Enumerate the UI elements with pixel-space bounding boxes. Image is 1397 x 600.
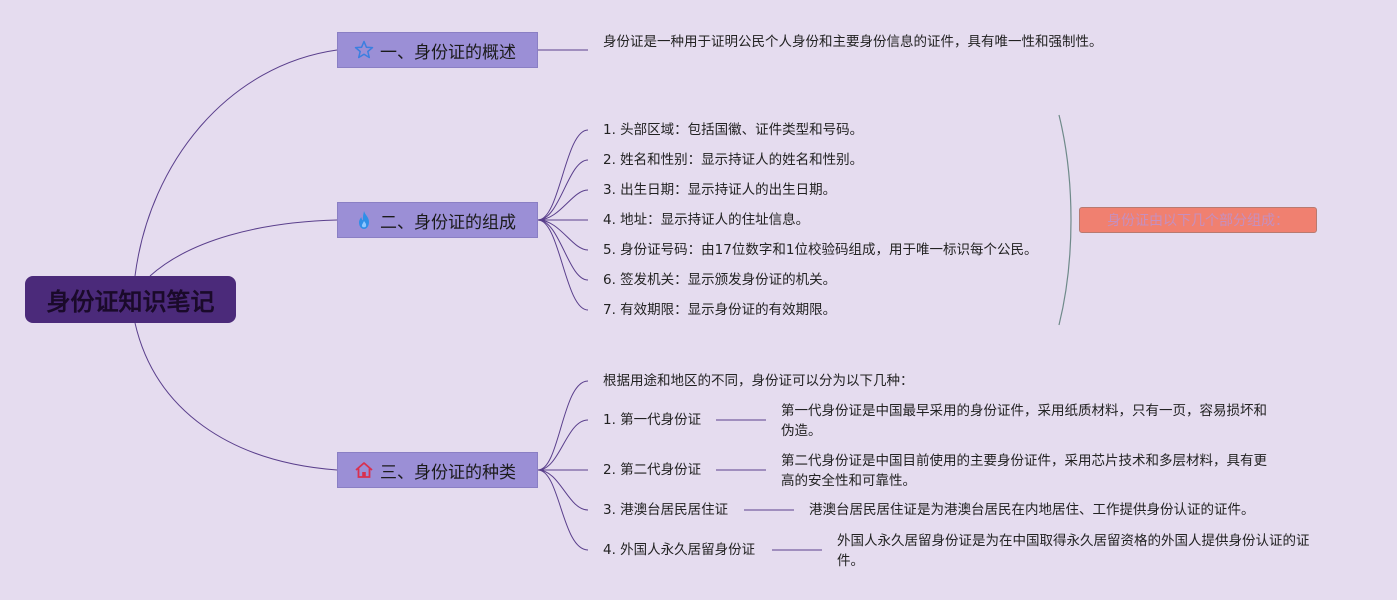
connector-root-branch2 <box>149 219 338 277</box>
composition-item: 5. 身份证号码：由17位数字和1位校验码组成，用于唯一标识每个公民。 <box>603 242 1038 258</box>
type-description: 第一代身份证是中国最早采用的身份证件，采用纸质材料，只有一页，容易损坏和伪造。 <box>781 403 1267 439</box>
root-topic[interactable]: 身份证知识笔记 <box>25 276 236 323</box>
composition-summary[interactable]: 身份证由以下几个部分组成： <box>1079 207 1317 233</box>
branch-label: 一、身份证的概述 <box>380 42 516 63</box>
root-title: 身份证知识笔记 <box>46 288 215 316</box>
type-name: 3. 港澳台居民居住证 <box>603 502 729 518</box>
branch-overview[interactable]: 一、身份证的概述 <box>337 32 538 68</box>
connector-root-branch1 <box>134 49 338 277</box>
home-icon <box>354 460 374 480</box>
star-icon <box>354 40 374 60</box>
branch-label: 二、身份证的组成 <box>380 212 516 233</box>
type-description: 港澳台居民居住证是为港澳台居民在内地居住、工作提供身份认证的证件。 <box>809 502 1255 518</box>
composition-item: 1. 头部区域：包括国徽、证件类型和号码。 <box>603 122 864 138</box>
overview-text: 身份证是一种用于证明公民个人身份和主要身份信息的证件，具有唯一性和强制性。 <box>603 34 1103 50</box>
type-description: 第二代身份证是中国目前使用的主要身份证件，采用芯片技术和多层材料，具有更高的安全… <box>781 453 1267 489</box>
connector-root-branch3 <box>134 322 338 471</box>
branch-types[interactable]: 三、身份证的种类 <box>337 452 538 488</box>
type-name: 1. 第一代身份证 <box>603 412 702 428</box>
types-intro: 根据用途和地区的不同，身份证可以分为以下几种： <box>603 373 914 389</box>
composition-item: 4. 地址：显示持证人的住址信息。 <box>603 212 810 228</box>
branch-composition[interactable]: 二、身份证的组成 <box>337 202 538 238</box>
summary-brace <box>1058 114 1072 326</box>
composition-item: 6. 签发机关：显示颁发身份证的机关。 <box>603 272 837 288</box>
branch-label: 三、身份证的种类 <box>380 462 516 483</box>
composition-item: 7. 有效期限：显示身份证的有效期限。 <box>603 302 837 318</box>
flame-icon <box>354 210 374 230</box>
summary-label: 身份证由以下几个部分组成： <box>1107 213 1289 229</box>
type-name: 2. 第二代身份证 <box>603 462 702 478</box>
composition-item: 3. 出生日期：显示持证人的出生日期。 <box>603 182 837 198</box>
type-description: 外国人永久居留身份证是为在中国取得永久居留资格的外国人提供身份认证的证件。 <box>837 533 1310 569</box>
type-name: 4. 外国人永久居留身份证 <box>603 542 756 558</box>
composition-item: 2. 姓名和性别：显示持证人的姓名和性别。 <box>603 152 864 168</box>
